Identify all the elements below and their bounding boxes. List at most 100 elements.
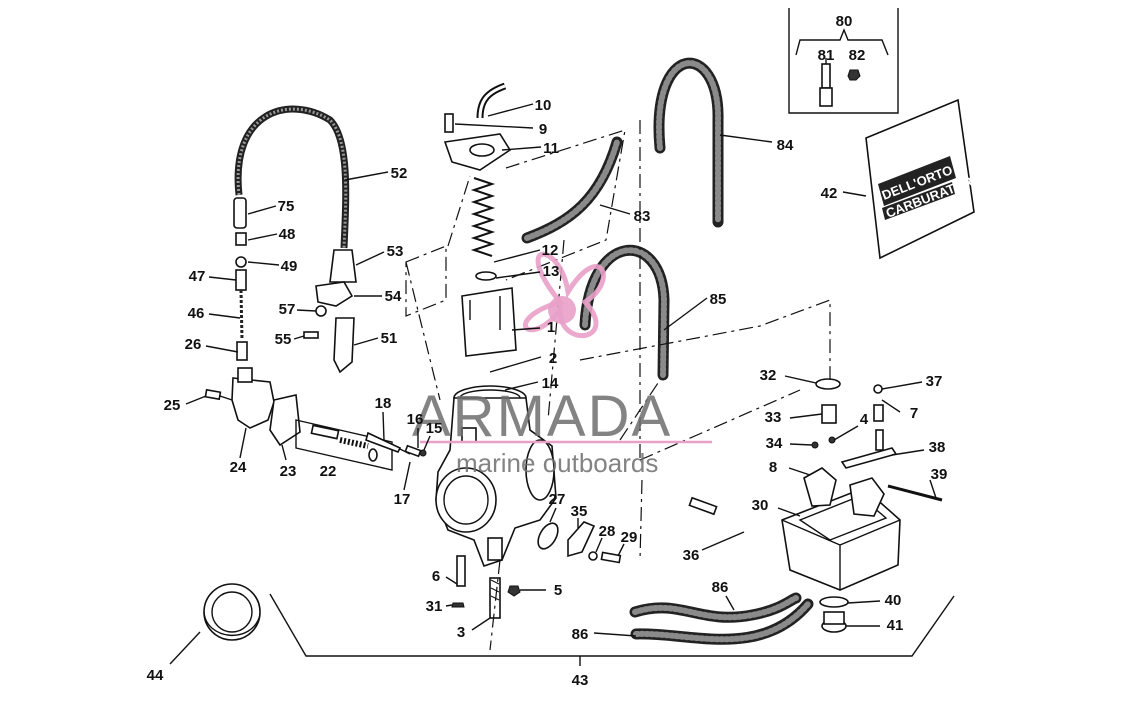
leader-line-26 <box>205 345 239 353</box>
float-bowl <box>688 467 901 591</box>
leader-line-84 <box>719 134 773 143</box>
leader-line-49 <box>247 261 280 266</box>
oil-pump-body <box>204 367 301 447</box>
callout-37: 37 <box>926 373 943 390</box>
callout-44: 44 <box>147 667 164 684</box>
watermark-brand: ARMADA <box>412 384 672 449</box>
callout-25: 25 <box>164 397 181 414</box>
hose-85 <box>579 244 670 381</box>
leader-line-3 <box>471 617 491 631</box>
throttle-cable <box>234 105 350 249</box>
choke-parts <box>537 521 622 564</box>
hose-84 <box>653 57 724 228</box>
throttle-slide <box>461 287 517 357</box>
leader-line-29 <box>617 543 625 557</box>
callout-23: 23 <box>280 463 297 480</box>
leader-line-28 <box>595 537 603 553</box>
leader-line-9 <box>454 123 534 129</box>
callout-40: 40 <box>885 592 902 609</box>
leader-line-12 <box>493 249 541 263</box>
callout-10: 10 <box>535 97 552 114</box>
callout-18: 18 <box>375 395 392 412</box>
callout-17: 17 <box>394 491 411 508</box>
watermark-tagline: marine outboards <box>456 448 658 478</box>
leader-line-38 <box>891 449 925 456</box>
callout-53: 53 <box>387 243 404 260</box>
callout-24: 24 <box>230 459 247 476</box>
armada-watermark: ARMADA marine outboards <box>412 251 712 478</box>
callout-38: 38 <box>929 439 946 456</box>
cable-guide-parts <box>303 249 357 374</box>
callout-12: 12 <box>542 242 559 259</box>
callout-49: 49 <box>281 258 298 275</box>
leader-line-40 <box>847 600 881 604</box>
callout-81: 81 <box>818 47 835 64</box>
hose-86-lower <box>630 598 814 645</box>
callout-55: 55 <box>275 331 292 348</box>
callout-46: 46 <box>188 305 205 322</box>
callout-6: 6 <box>432 568 440 585</box>
leader-line-53 <box>355 251 385 266</box>
callout-84: 84 <box>777 137 794 154</box>
leader-line-18 <box>382 411 385 441</box>
callout-13: 13 <box>543 263 560 280</box>
callout-39: 39 <box>931 466 948 483</box>
callout-85: 85 <box>710 291 727 308</box>
callout-1: 1 <box>547 319 555 336</box>
callout-43: 43 <box>572 672 589 689</box>
leader-line-44 <box>169 631 201 665</box>
leader-line-15 <box>423 435 431 451</box>
leader-line-32 <box>784 375 817 384</box>
callout-28: 28 <box>599 523 616 540</box>
callout-15: 15 <box>426 420 443 437</box>
leader-line-23 <box>281 444 287 461</box>
bracket-43 <box>269 593 955 666</box>
leader-line-1 <box>511 327 541 331</box>
leader-line-37 <box>881 381 923 390</box>
callout-35: 35 <box>571 503 588 520</box>
leader-line-30 <box>777 507 801 517</box>
leader-line-8 <box>788 467 811 476</box>
callout-48: 48 <box>279 226 296 243</box>
callout-5: 5 <box>554 582 562 599</box>
carburetor-body <box>435 385 557 568</box>
leader-line-39 <box>929 479 937 499</box>
leader-line-24 <box>239 427 247 459</box>
leader-line-33 <box>789 413 823 419</box>
callout-86: 86 <box>712 579 729 596</box>
throttle-spring <box>470 177 497 281</box>
leader-line-11 <box>501 146 542 151</box>
callout-11: 11 <box>543 140 559 157</box>
leader-line-6 <box>445 576 458 585</box>
leader-line-55 <box>293 335 305 340</box>
leader-line-10 <box>487 103 534 117</box>
leader-lines <box>169 103 937 665</box>
assembly-lines <box>405 120 831 651</box>
leader-line-4 <box>833 425 859 441</box>
leader-line-46 <box>208 313 241 319</box>
callout-26: 26 <box>185 336 202 353</box>
callout-7: 7 <box>910 405 918 422</box>
callout-4: 4 <box>860 411 869 428</box>
needle-parts <box>365 431 427 458</box>
carb-top-cap <box>443 82 512 171</box>
callout-16: 16 <box>407 411 424 428</box>
leader-line-86 <box>593 632 637 637</box>
callout-32: 32 <box>760 367 777 384</box>
leader-line-14 <box>504 381 539 391</box>
hose-86-upper <box>629 592 802 623</box>
callout-82: 82 <box>849 47 866 64</box>
leader-line-34 <box>789 443 813 446</box>
leader-line-31 <box>445 604 453 607</box>
callout-2: 2 <box>549 350 557 367</box>
callout-27: 27 <box>549 491 566 508</box>
callout-36: 36 <box>683 547 700 564</box>
leader-line-86 <box>725 595 735 611</box>
leader-line-57 <box>296 309 317 312</box>
callout-42: 42 <box>821 185 838 202</box>
callout-75: 75 <box>278 198 295 215</box>
callout-51: 51 <box>381 330 398 347</box>
leader-line-52 <box>344 171 389 181</box>
